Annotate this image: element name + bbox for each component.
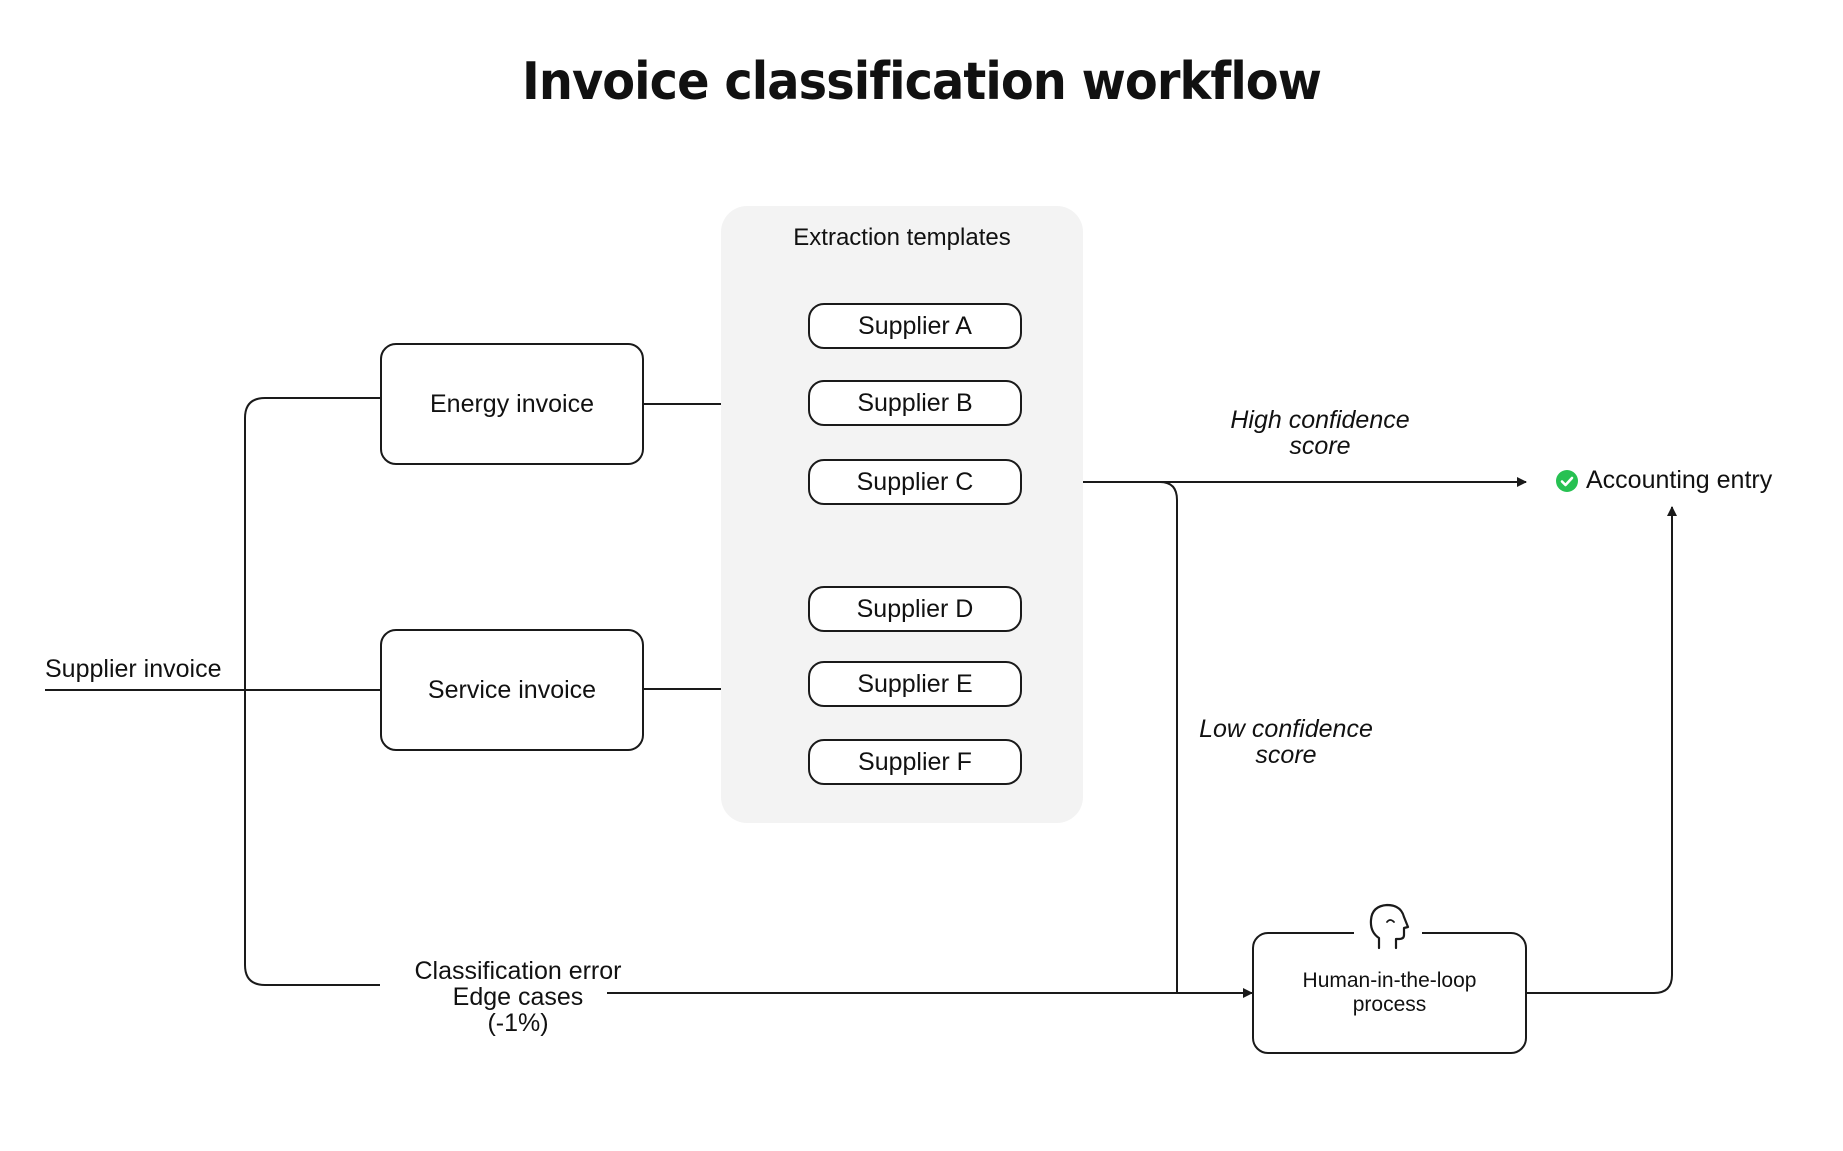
- input-label: Supplier invoice: [45, 655, 222, 683]
- review-to-entry-arrow: [1527, 506, 1677, 994]
- branch-to-error: [244, 690, 380, 986]
- human-in-the-loop-box: Human-in-the-loop process: [1252, 932, 1527, 1054]
- diagram-title: Invoice classification workflow: [521, 52, 1322, 112]
- error-branch-label: Classification error Edge cases (-1%): [384, 958, 652, 1036]
- supplier-label: Supplier A: [858, 311, 972, 340]
- low-confidence-label: Low confidence score: [1166, 716, 1406, 768]
- low-confidence-line2: score: [1255, 741, 1317, 769]
- category-service: Service invoice: [380, 629, 644, 751]
- category-label: Service invoice: [427, 675, 597, 704]
- error-line3: (-1%): [487, 1009, 549, 1037]
- supplier-a: Supplier A: [808, 303, 1022, 349]
- supplier-label: Supplier C: [856, 467, 974, 496]
- hitl-line2: process: [1352, 993, 1427, 1016]
- supplier-b: Supplier B: [808, 380, 1022, 426]
- supplier-label: Supplier B: [857, 388, 973, 417]
- supplier-e: Supplier E: [808, 661, 1022, 707]
- accounting-entry-label: Accounting entry: [1586, 466, 1773, 494]
- supplier-c: Supplier C: [808, 459, 1022, 505]
- supplier-d: Supplier D: [808, 586, 1022, 632]
- supplier-label: Supplier D: [856, 594, 974, 623]
- supplier-f: Supplier F: [808, 739, 1022, 785]
- category-energy: Energy invoice: [380, 343, 644, 465]
- check-circle-icon: [1556, 470, 1578, 492]
- high-confidence-line1: High confidence: [1230, 406, 1410, 434]
- supplier-label: Supplier E: [857, 669, 973, 698]
- high-confidence-line2: score: [1289, 432, 1351, 460]
- error-line1: Classification error: [414, 957, 622, 985]
- extraction-templates-title: Extraction templates: [793, 224, 1011, 251]
- supplier-label: Supplier F: [858, 747, 972, 776]
- low-confidence-path: [1159, 481, 1178, 993]
- branch-to-energy: [244, 397, 380, 690]
- hitl-line1: Human-in-the-loop: [1302, 969, 1477, 992]
- low-confidence-line1: Low confidence: [1199, 715, 1373, 743]
- human-head-icon: [1354, 900, 1422, 952]
- error-line2: Edge cases: [452, 983, 584, 1011]
- high-confidence-label: High confidence score: [1200, 407, 1440, 459]
- category-label: Energy invoice: [430, 389, 594, 418]
- extraction-templates-panel: [721, 206, 1083, 823]
